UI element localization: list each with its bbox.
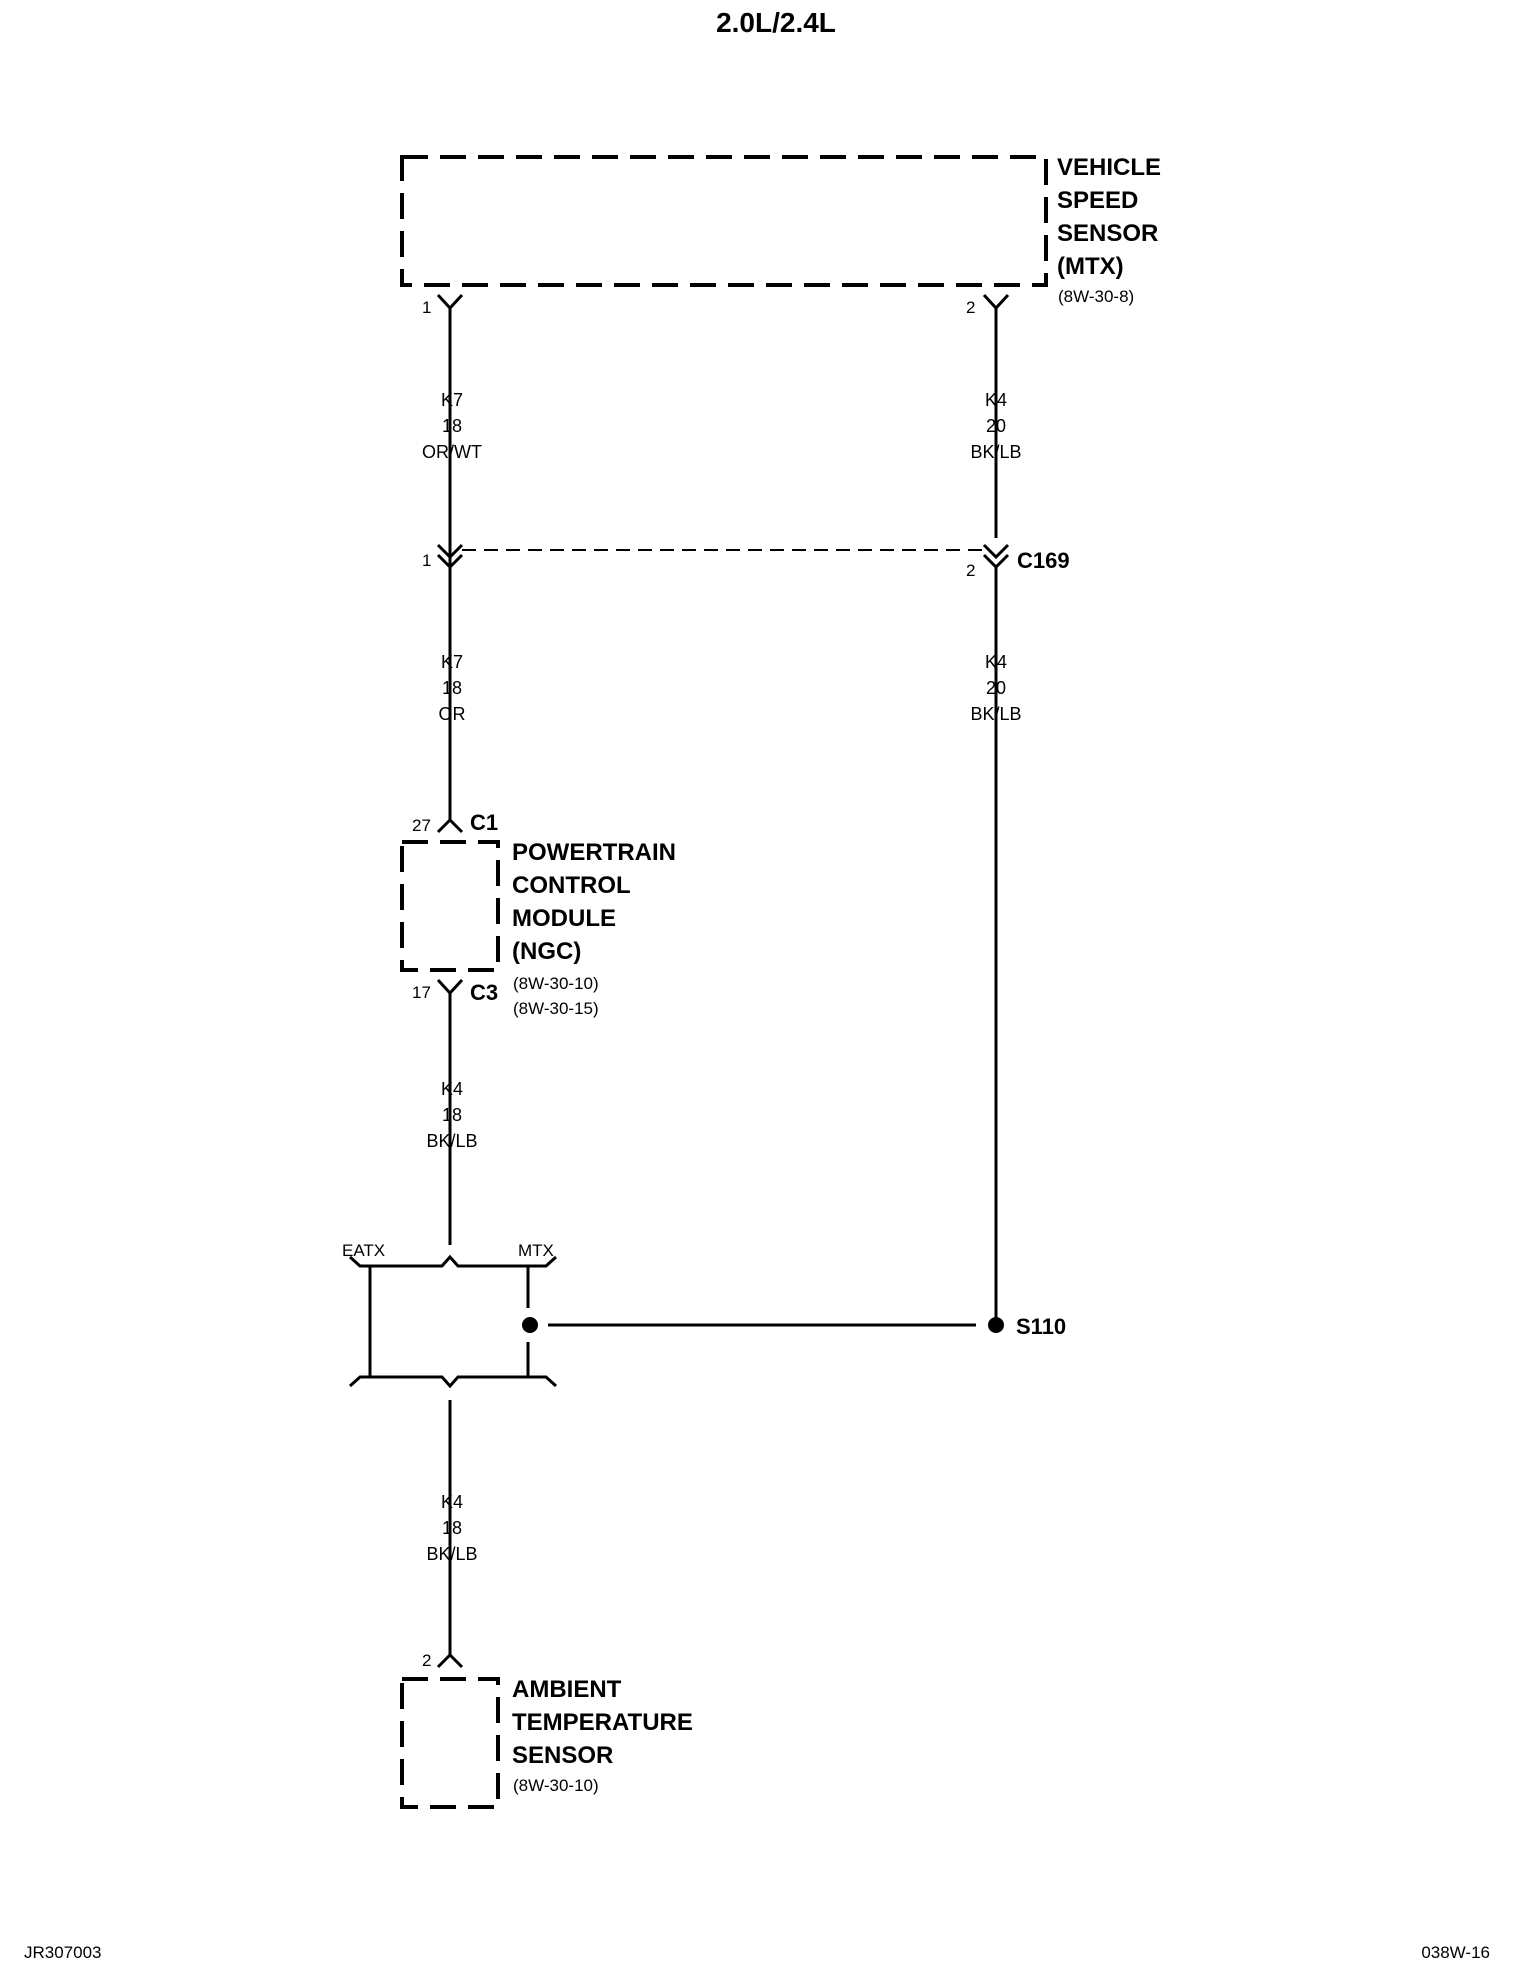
pcm-c3-terminal: [436, 978, 464, 996]
vss-pin2-terminal: [982, 293, 1010, 311]
pcm-label-3: MODULE: [512, 905, 616, 932]
wire-k7-b-color: OR: [439, 704, 466, 724]
vss-pin2: 2: [966, 298, 975, 317]
transmission-option-bracket: EATX MTX: [342, 1241, 558, 1389]
wire-k7-a-color: OR/WT: [422, 442, 482, 462]
ats-box: [400, 1677, 500, 1809]
vss-pin1-terminal: [436, 293, 464, 311]
wire-k7-b-circuit: K7: [441, 652, 463, 672]
wire-k4-d-gauge: 18: [442, 1518, 462, 1538]
wire-k4-a-gauge: 20: [986, 416, 1006, 436]
c169-pin2-terminal: [982, 543, 1010, 570]
pcm-label-1: POWERTRAIN: [512, 839, 676, 866]
wire-k4-d-color: BK/LB: [426, 1544, 477, 1564]
pcm-c1-terminal: [436, 817, 464, 834]
connector-c169: 1 2 C169: [422, 543, 1070, 580]
vss-label-2: SPEED: [1057, 187, 1138, 214]
wire-k7-a-circuit: K7: [441, 390, 463, 410]
footer-left: JR307003: [24, 1943, 102, 1962]
c169-pin1: 1: [422, 551, 431, 570]
ats-pin: 2: [422, 1651, 431, 1670]
wire-k4-a-color: BK/LB: [970, 442, 1021, 462]
powertrain-control-module: 27 C1 POWERTRAIN CONTROL MODULE (NGC) (8…: [400, 810, 676, 1018]
footer-right: 038W-16: [1421, 1943, 1490, 1962]
vss-label-3: SENSOR: [1057, 220, 1158, 247]
wire-k4-b-gauge: 20: [986, 678, 1006, 698]
pcm-label-4: (NGC): [512, 938, 581, 965]
ats-ref: (8W-30-10): [513, 1776, 599, 1795]
vss-label-1: VEHICLE: [1057, 154, 1161, 181]
vehicle-speed-sensor: VEHICLE SPEED SENSOR (MTX) (8W-30-8) 1 2: [400, 154, 1161, 317]
pcm-box: [400, 840, 500, 972]
s110-dot: [988, 1317, 1004, 1333]
pcm-c3-pin: 17: [412, 983, 431, 1002]
option-bottom-brace: [348, 1375, 558, 1389]
pcm-ref-1: (8W-30-10): [513, 974, 599, 993]
vss-pin1: 1: [422, 298, 431, 317]
ats-pin-terminal: [436, 1652, 464, 1669]
pcm-ref-2: (8W-30-15): [513, 999, 599, 1018]
option-top-brace: [348, 1254, 558, 1268]
vss-label-4: (MTX): [1057, 253, 1124, 280]
wire-k4-c-circuit: K4: [441, 1079, 463, 1099]
option-mtx-label: MTX: [518, 1241, 554, 1260]
vss-ref: (8W-30-8): [1058, 287, 1134, 306]
wire-k4-b-color: BK/LB: [970, 704, 1021, 724]
ambient-temperature-sensor: 2 AMBIENT TEMPERATURE SENSOR (8W-30-10): [400, 1651, 693, 1809]
wire-k4-c-color: BK/LB: [426, 1131, 477, 1151]
ats-label-2: TEMPERATURE: [512, 1709, 693, 1736]
option-eatx-label: EATX: [342, 1241, 385, 1260]
wire-k4-a-circuit: K4: [985, 390, 1007, 410]
wire-k4-b-circuit: K4: [985, 652, 1007, 672]
s110-label: S110: [1016, 1314, 1066, 1339]
vss-box: [400, 155, 1048, 287]
pcm-c3-label: C3: [470, 980, 498, 1005]
c169-label: C169: [1017, 548, 1070, 573]
c169-pin2: 2: [966, 561, 975, 580]
wire-k7-a-gauge: 18: [442, 416, 462, 436]
pcm-c1-pin: 27: [412, 816, 431, 835]
pcm-label-2: CONTROL: [512, 872, 631, 899]
wire-k4-d-circuit: K4: [441, 1492, 463, 1512]
ats-label-1: AMBIENT: [512, 1676, 622, 1703]
ats-label-3: SENSOR: [512, 1742, 613, 1769]
wire-k4-c-gauge: 18: [442, 1105, 462, 1125]
splice-s110: S110: [988, 1314, 1066, 1339]
mtx-splice-dot: [522, 1317, 538, 1333]
wire-k7-b-gauge: 18: [442, 678, 462, 698]
diagram-title: 2.0L/2.4L: [716, 7, 836, 38]
pcm-c1-label: C1: [470, 810, 498, 835]
